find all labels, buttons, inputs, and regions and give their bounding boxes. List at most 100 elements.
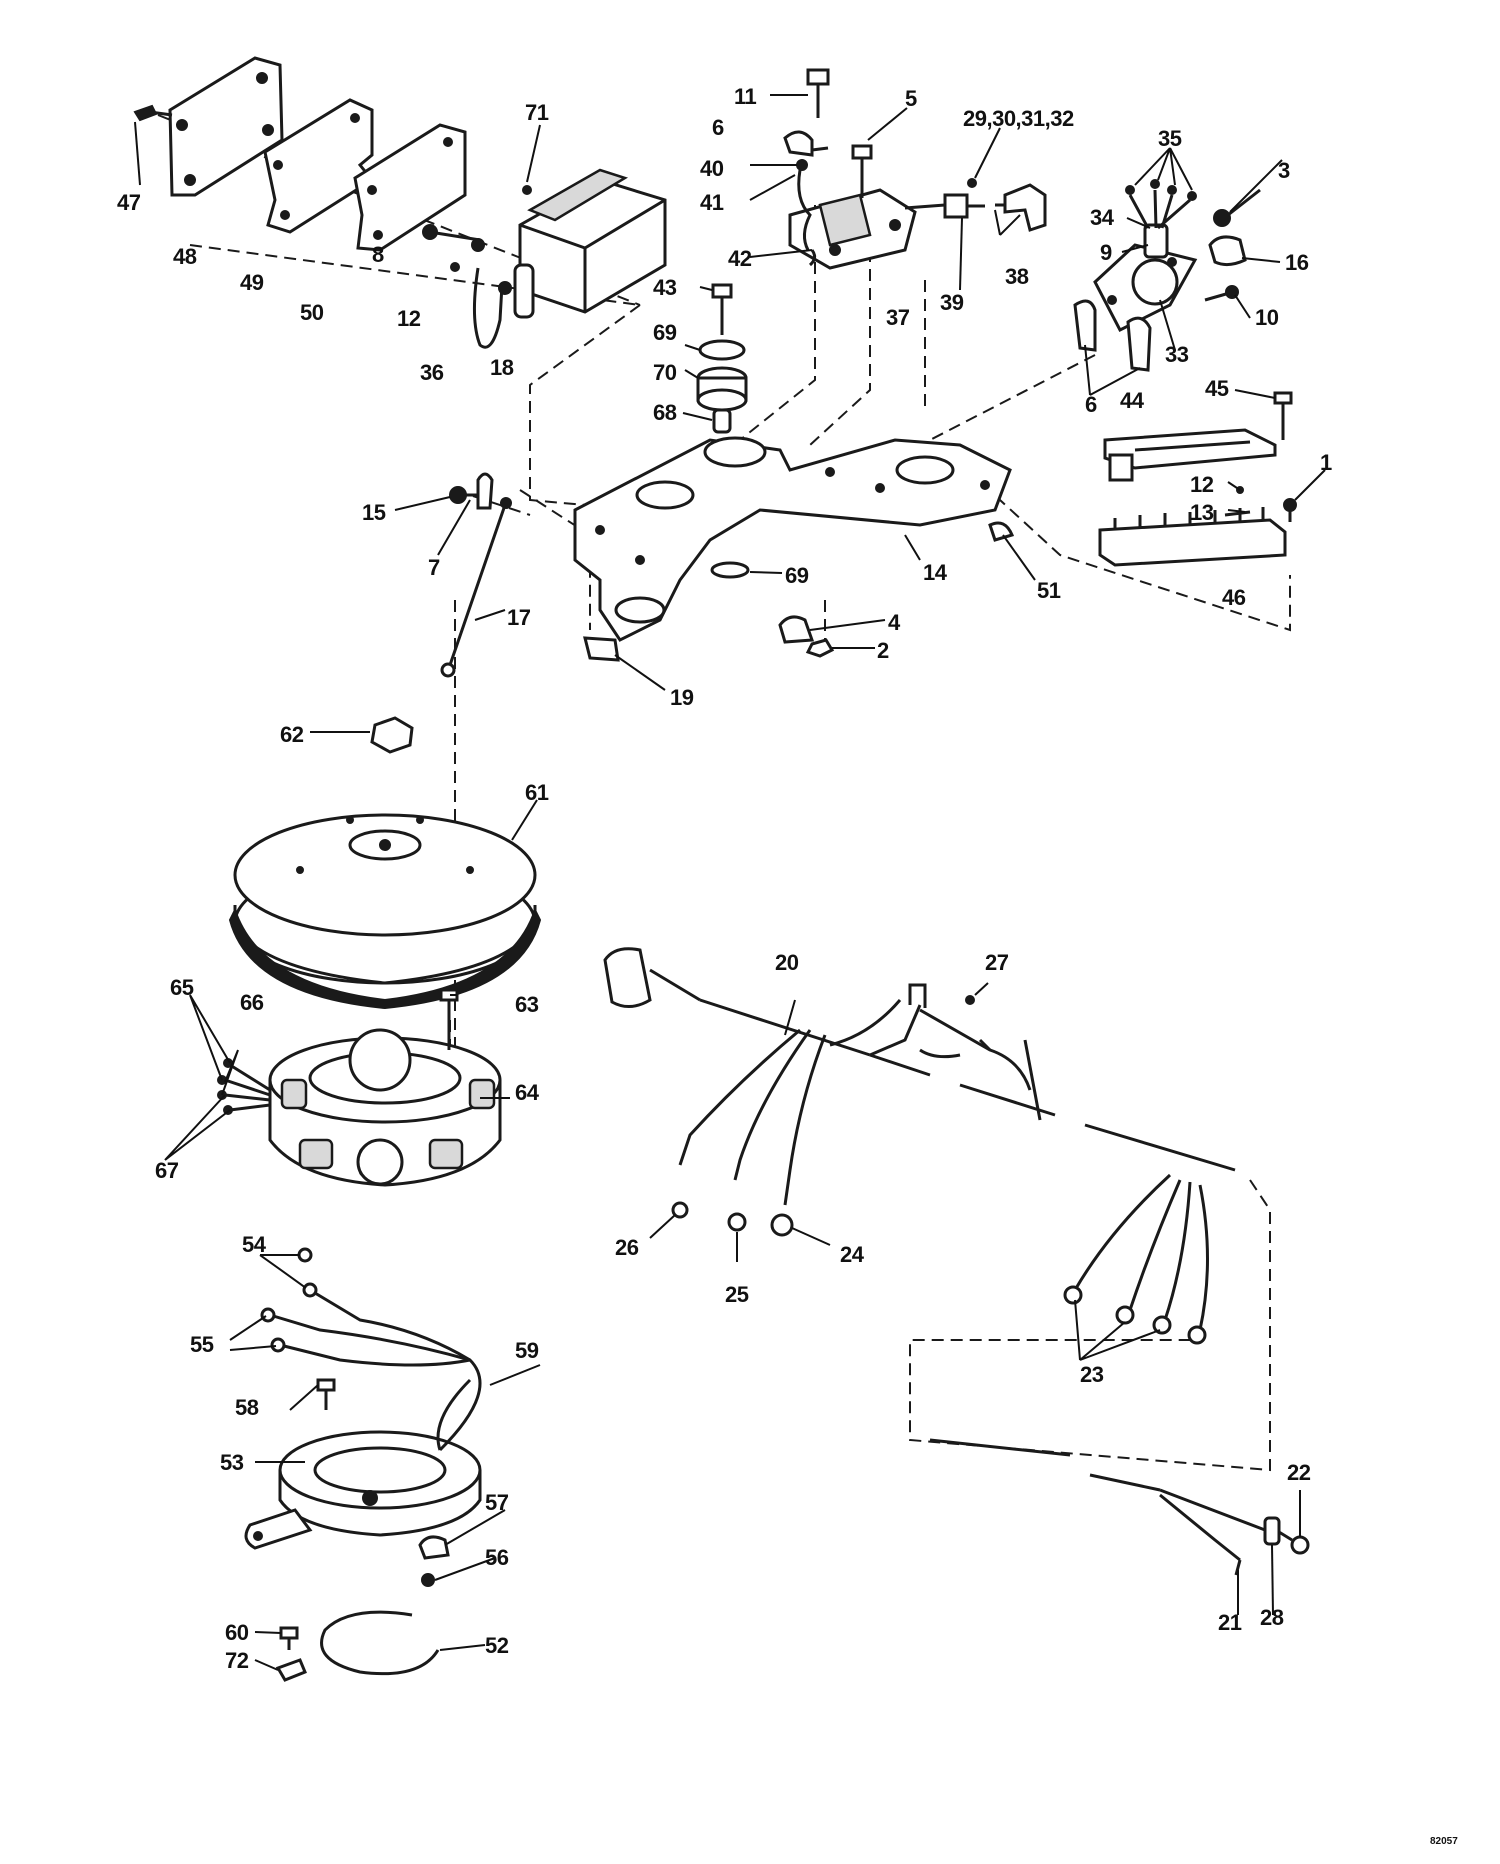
wiring-harness-20 (603, 947, 1236, 1172)
clamp-4 (778, 615, 815, 644)
callout-56: 56 (485, 1545, 509, 1570)
flywheel-nut-62 (370, 716, 414, 754)
callout-7: 7 (428, 555, 440, 580)
ignition-coil-37 (788, 188, 917, 270)
clip-19 (583, 636, 620, 662)
callout-11: 11 (734, 84, 757, 109)
callout-12a: 12 (397, 306, 421, 331)
ground-wire-36 (471, 238, 512, 349)
callout-42: 42 (728, 246, 752, 271)
callout-63: 63 (515, 992, 539, 1017)
clip-7 (476, 472, 494, 510)
flywheel-61 (228, 813, 542, 1010)
callout-65: 65 (170, 975, 194, 1000)
callout-9: 9 (1100, 240, 1112, 265)
callout-10: 10 (1255, 305, 1279, 330)
screw-3 (1213, 188, 1261, 227)
washer-69b (710, 561, 750, 579)
screw-56 (421, 1573, 435, 1587)
extension-harness-21-22-28 (929, 1438, 1310, 1576)
callout-53: 53 (220, 1450, 244, 1475)
clamps-6b (1073, 299, 1152, 372)
callout-15: 15 (362, 500, 386, 525)
callout-50: 50 (300, 300, 324, 325)
callout-5: 5 (905, 86, 917, 111)
callout-41: 41 (700, 190, 724, 215)
callout-24: 24 (840, 1242, 864, 1267)
callout-72: 72 (225, 1648, 249, 1673)
plate-50 (353, 123, 467, 252)
callout-51: 51 (1037, 578, 1061, 603)
callout-26: 26 (615, 1235, 639, 1260)
callout-33: 33 (1165, 342, 1189, 367)
screw-1 (1283, 498, 1297, 522)
callout-47: 47 (117, 190, 141, 215)
callout-21: 21 (1218, 1610, 1242, 1635)
callout-61: 61 (525, 780, 549, 805)
clip-51 (988, 521, 1015, 542)
grommet-70 (696, 366, 748, 412)
callout-43: 43 (653, 275, 677, 300)
callout-60: 60 (225, 1620, 249, 1645)
screw-47 (133, 104, 173, 122)
callout-13: 13 (1190, 500, 1214, 525)
callout-54: 54 (242, 1232, 266, 1257)
callout-2: 2 (877, 638, 889, 663)
callout-16: 16 (1285, 250, 1309, 275)
callout-69b: 69 (785, 563, 809, 588)
callout-48: 48 (173, 244, 197, 269)
leader-lines (134, 94, 1326, 1671)
sleeve-68 (712, 408, 732, 434)
callout-59: 59 (515, 1338, 539, 1363)
washer-69a (698, 339, 746, 361)
callout-39: 39 (940, 290, 964, 315)
callout-64: 64 (515, 1080, 539, 1105)
callout-62: 62 (280, 722, 304, 747)
callout-57: 57 (485, 1490, 509, 1515)
callout-44: 44 (1120, 388, 1144, 413)
terminal-block-46 (1098, 507, 1287, 567)
callout-6b: 6 (1085, 392, 1097, 417)
callout-4: 4 (888, 610, 900, 635)
callout-67: 67 (155, 1158, 179, 1183)
callout-70: 70 (653, 360, 677, 385)
callout-17: 17 (507, 605, 531, 630)
callout-37: 37 (886, 305, 910, 330)
nut-71 (522, 185, 532, 195)
callout-29-30-31-32: 29,30,31,32 (963, 106, 1074, 131)
nut-2 (805, 638, 835, 658)
callout-28: 28 (1260, 1605, 1284, 1630)
drawing-code: 82057 (1430, 1836, 1458, 1847)
screw-8 (422, 224, 481, 242)
harness-leads-23 (1063, 1173, 1209, 1345)
callout-23: 23 (1080, 1362, 1104, 1387)
timer-base-53 (244, 1430, 482, 1550)
callout-45: 45 (1205, 376, 1229, 401)
callout-35: 35 (1158, 126, 1182, 151)
harness-leads-24-25-26 (671, 1028, 827, 1237)
cover-plate-48 (168, 56, 284, 197)
wires-34-35 (1125, 179, 1197, 230)
terminal-cap-38 (995, 183, 1047, 232)
callout-58: 58 (235, 1395, 259, 1420)
screw-60 (279, 1626, 299, 1650)
terminal-plate-33 (1093, 243, 1198, 333)
spring-29 (967, 178, 977, 188)
timer-leads-54-55-59 (260, 1247, 482, 1452)
callout-25: 25 (725, 1282, 749, 1307)
callout-12b: 12 (1190, 472, 1214, 497)
callout-18: 18 (490, 355, 514, 380)
callout-34: 34 (1090, 205, 1114, 230)
stator-64 (268, 1028, 502, 1187)
callout-20: 20 (775, 950, 799, 975)
clip-57 (418, 1535, 450, 1560)
power-pack-18 (513, 168, 667, 319)
retaining-ring-52 (320, 1610, 440, 1676)
callout-40: 40 (700, 156, 724, 181)
washer-12a (450, 262, 460, 272)
clamp-6a (783, 130, 829, 157)
callout-1: 1 (1320, 450, 1332, 475)
clip-72 (275, 1658, 307, 1682)
callout-49: 49 (240, 270, 264, 295)
